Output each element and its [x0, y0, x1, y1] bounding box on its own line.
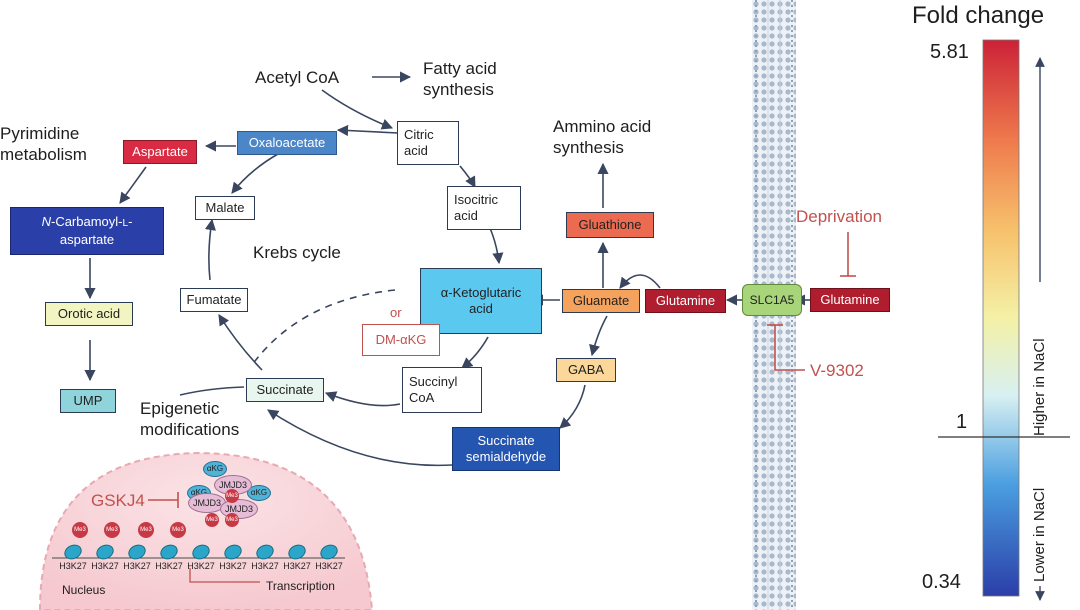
akg-line1: α-Ketoglutaric	[440, 285, 522, 300]
me3-mark: Me3	[138, 522, 154, 538]
orotic-acid-node: Orotic acid	[45, 302, 133, 326]
epigenetic-line2: modifications	[140, 420, 240, 439]
amino-acid-line2: synthesis	[553, 138, 624, 157]
pyrimidine-line1: Pyrimidine	[0, 124, 80, 143]
nucleus-label: Nucleus	[62, 583, 106, 597]
isocitric-line2: acid	[454, 208, 478, 223]
succinyl-line2: CoA	[409, 390, 435, 405]
me3-mark-bound: Me3	[225, 489, 239, 503]
histone-label: H3K27	[155, 561, 183, 571]
gluathione-node: Gluathione	[566, 212, 654, 238]
me3-mark-bound: Me3	[225, 513, 239, 527]
epigenetic-label: Epigenetic modifications	[140, 398, 239, 440]
me3-mark: Me3	[170, 522, 186, 538]
fatty-acid-line1: Fatty acid	[423, 59, 497, 78]
lower-in-nacl-label: Lower in NaCl	[1031, 487, 1048, 582]
akg-cofactor: αKG	[203, 461, 227, 477]
succ-semi-line1: Succinate	[477, 433, 535, 448]
succinate-node: Succinate	[246, 378, 324, 402]
isocitric-line1: Isocitric	[454, 192, 499, 207]
me3-mark-bound: Me3	[205, 513, 219, 527]
acetyl-coa-label: Acetyl CoA	[255, 68, 340, 87]
citric-line2: acid	[404, 143, 428, 158]
fatty-acid-label: Fatty acid synthesis	[423, 58, 497, 100]
aspartate-node: Aspartate	[123, 140, 197, 164]
histone-label: H3K27	[283, 561, 311, 571]
citric-line1: Citric	[404, 127, 434, 142]
fumatate-node: Fumatate	[180, 288, 248, 312]
transcription-label: Transcription	[266, 579, 335, 593]
akg-node: α-Ketoglutaric acid	[420, 268, 542, 334]
malate-node: Malate	[195, 196, 255, 220]
or-label: or	[390, 305, 402, 320]
histone-label: H3K27	[251, 561, 279, 571]
colorbar-max: 5.81	[930, 41, 969, 63]
epigenetic-line1: Epigenetic	[140, 399, 220, 418]
isocitric-acid-node: Isocitric acid	[447, 186, 521, 230]
slc1a5-transporter: SLC1A5	[742, 284, 802, 316]
histone-label: H3K27	[219, 561, 247, 571]
gskj4-label: GSKJ4	[91, 491, 145, 510]
citric-acid-node: Citric acid	[397, 121, 459, 165]
gaba-node: GABA	[556, 358, 616, 382]
glutamine-intracellular-node: Glutamine	[645, 289, 726, 313]
higher-in-nacl-label: Higher in NaCl	[1031, 338, 1048, 436]
carbamoyl-aspartate-node: N-Carbamoyl-L- aspartate	[10, 207, 164, 255]
pyrimidine-label: Pyrimidine metabolism	[0, 123, 87, 165]
colorbar-title: Fold change	[912, 2, 1045, 29]
inhibitors	[148, 232, 856, 508]
succinyl-line1: Succinyl	[409, 374, 458, 389]
oxaloacetate-node: Oxaloacetate	[237, 131, 337, 155]
amino-acid-label: Ammino acid synthesis	[553, 116, 651, 158]
akg-line2: acid	[469, 301, 493, 316]
me3-mark: Me3	[104, 522, 120, 538]
dm-akg-node: DM-αKG	[362, 324, 440, 356]
jmjd3-enzyme: JMJD3	[188, 493, 226, 513]
carbamoyl-line2: aspartate	[59, 232, 115, 247]
amino-acid-line1: Ammino acid	[553, 117, 652, 136]
colorbar-min: 0.34	[922, 571, 961, 593]
colorbar-mid: 1	[956, 411, 968, 433]
deprivation-label: Deprivation	[796, 207, 882, 226]
me3-mark: Me3	[72, 522, 88, 538]
krebs-cycle-label: Krebs cycle	[253, 243, 341, 262]
colorbar	[938, 39, 1070, 601]
succinate-semialdehyde-node: Succinate semialdehyde	[452, 427, 560, 471]
pyrimidine-line2: metabolism	[0, 145, 87, 164]
succinyl-coa-node: Succinyl CoA	[402, 367, 482, 413]
glutamine-extracellular-node: Glutamine	[810, 288, 890, 312]
gluamate-node: Gluamate	[562, 289, 640, 313]
carbamoyl-line1: N-Carbamoyl-L-	[41, 214, 133, 229]
histone-label: H3K27	[187, 561, 215, 571]
akg-cofactor: αKG	[247, 485, 271, 501]
arrows	[84, 71, 810, 467]
histone-label: H3K27	[59, 561, 87, 571]
succ-semi-line2: semialdehyde	[465, 449, 547, 464]
histone-label: H3K27	[91, 561, 119, 571]
ump-node: UMP	[60, 389, 116, 413]
histone-label: H3K27	[315, 561, 343, 571]
v9302-label: V-9302	[810, 361, 864, 380]
histone-label: H3K27	[123, 561, 151, 571]
fatty-acid-line2: synthesis	[423, 80, 494, 99]
